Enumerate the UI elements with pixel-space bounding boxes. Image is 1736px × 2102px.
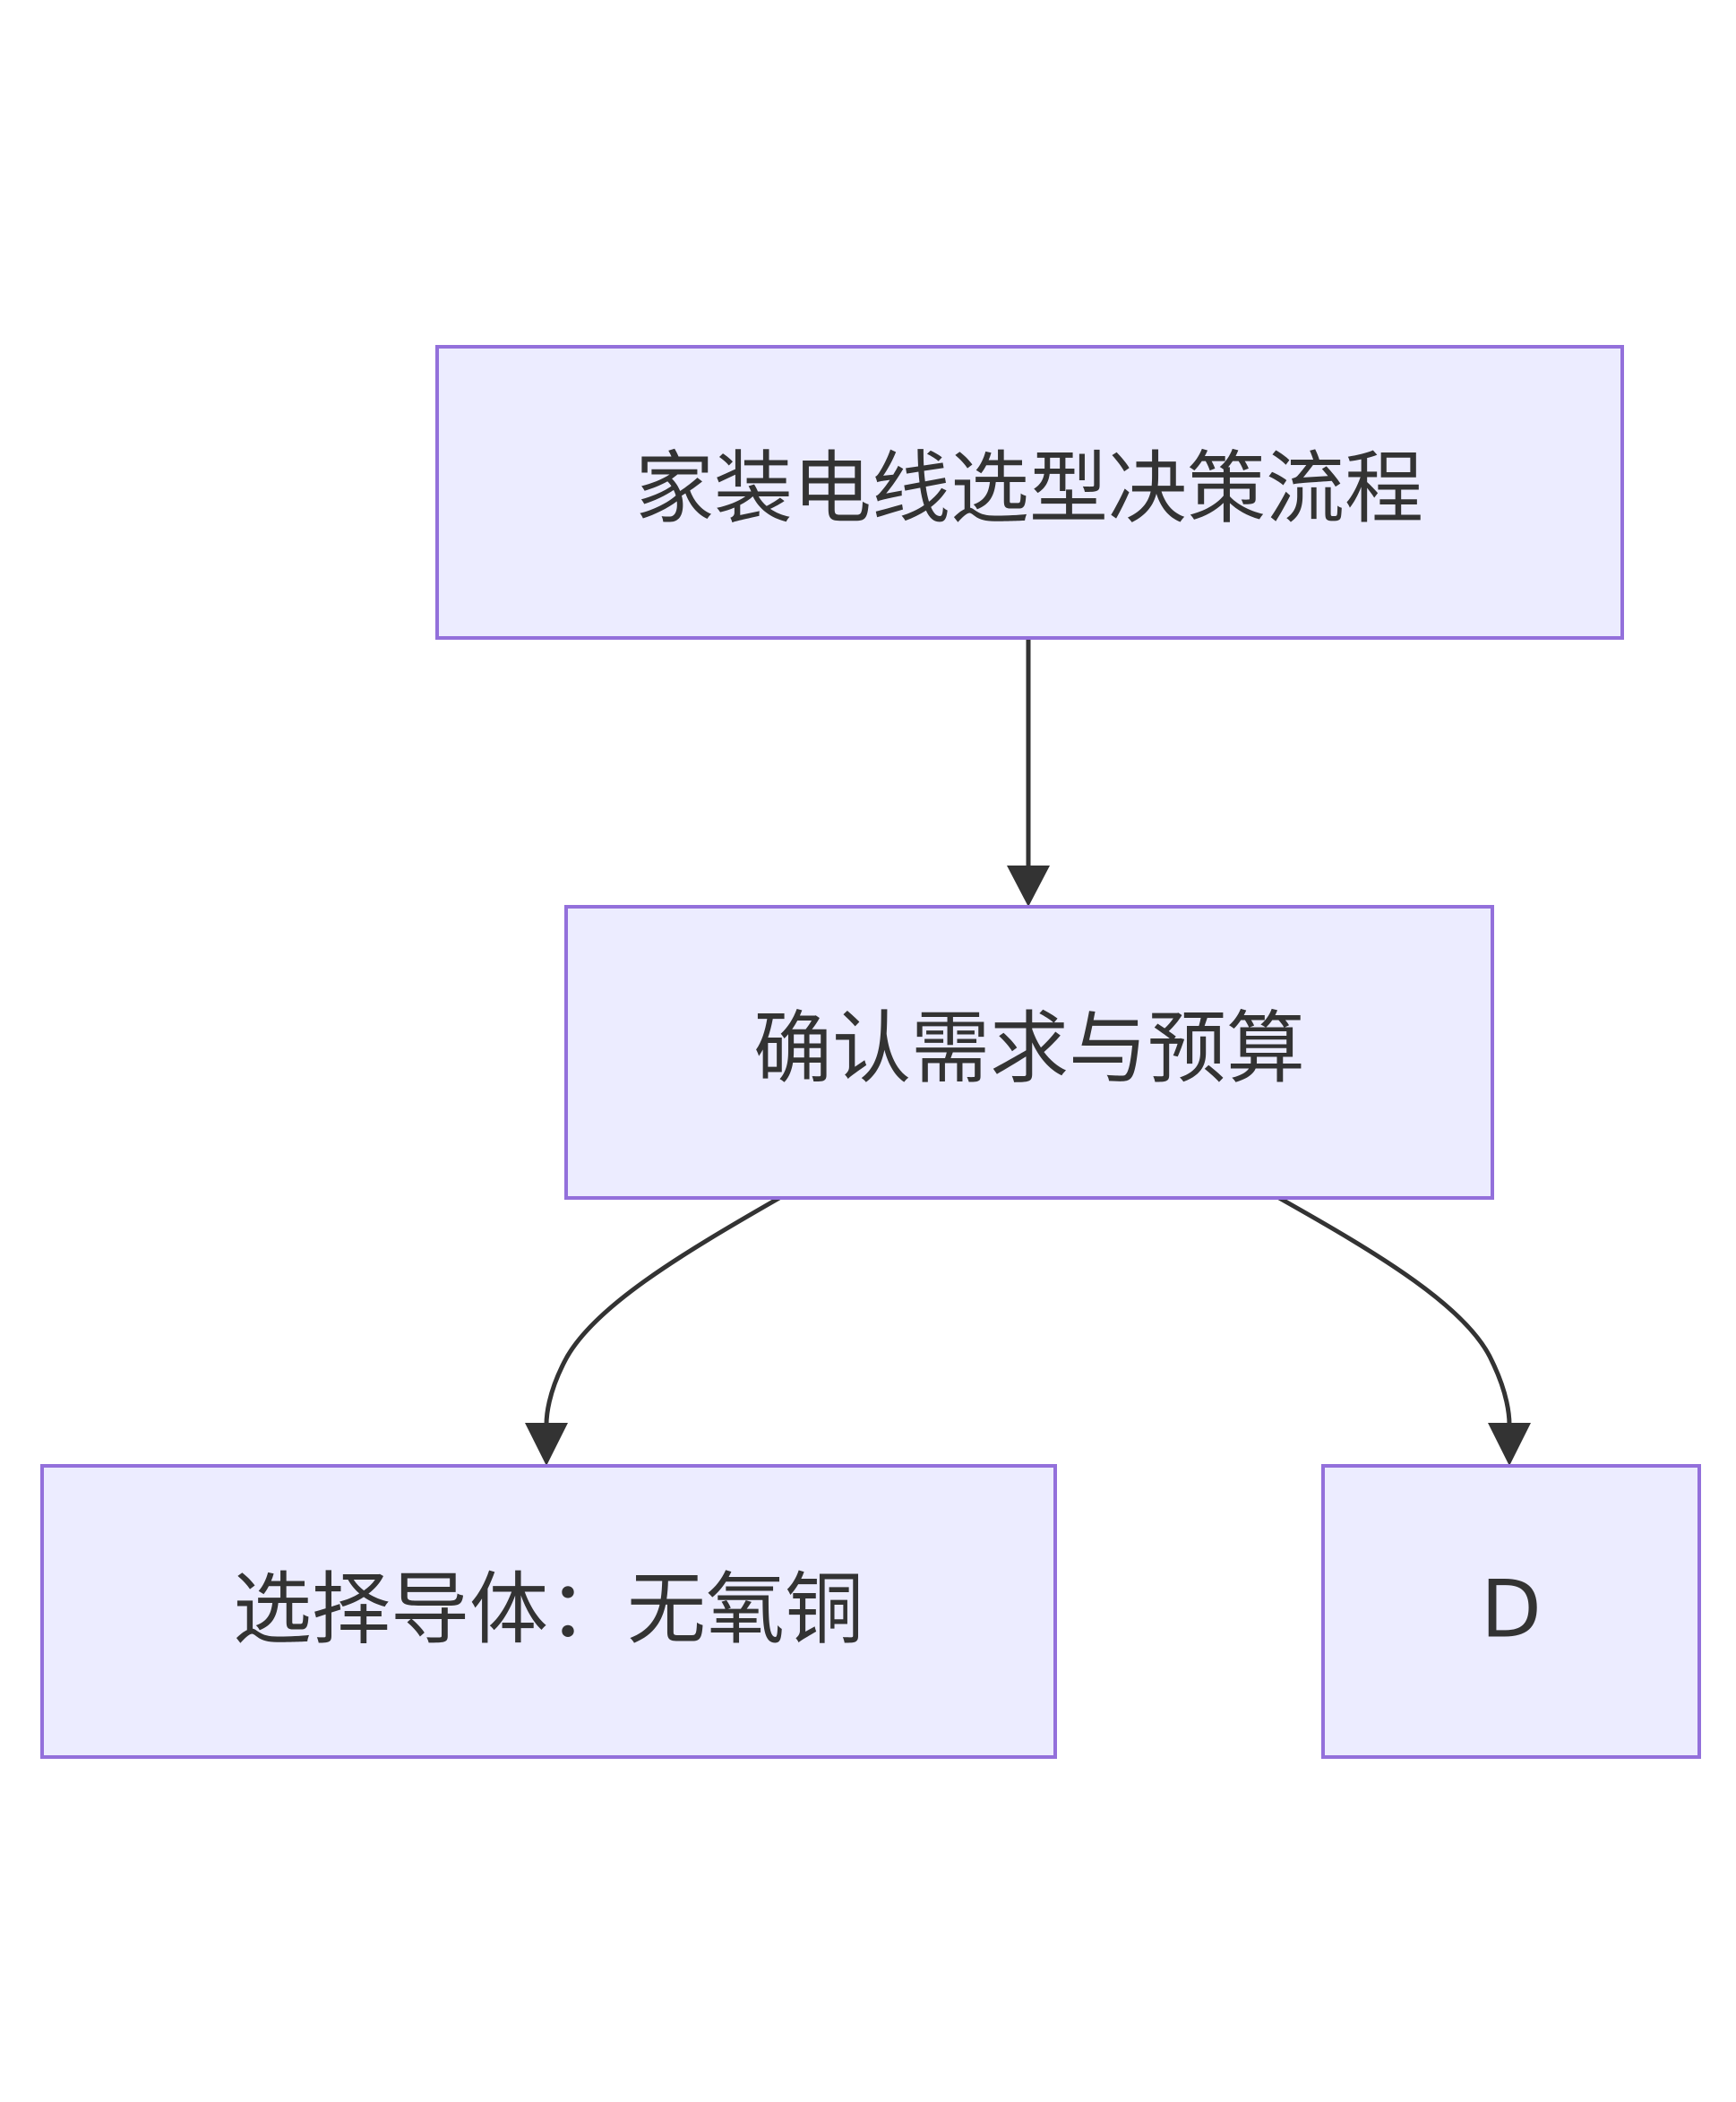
node-b-label: 确认需求与预算: [753, 1003, 1305, 1095]
node-c-label: 选择导体：无氧铜: [233, 1564, 864, 1656]
node-d-label: D: [1481, 1564, 1542, 1656]
edges: [525, 638, 1531, 1466]
arrowhead-b-to-c: [525, 1423, 568, 1466]
arrowhead-b-to-d: [1488, 1423, 1531, 1466]
node-a-box: [435, 345, 1624, 640]
node-b[interactable]: 确认需求与预算: [564, 905, 1494, 1200]
node-b-box: [564, 905, 1494, 1200]
node-c[interactable]: 选择导体：无氧铜: [40, 1464, 1057, 1759]
edge-b-to-d: [1277, 1195, 1512, 1426]
node-a[interactable]: 家装电线选型决策流程: [435, 345, 1624, 640]
node-c-box: [40, 1464, 1057, 1759]
arrowhead-a-to-b: [1007, 866, 1050, 907]
edge-b-to-c: [544, 1195, 781, 1426]
node-d[interactable]: D: [1321, 1464, 1701, 1759]
node-a-label: 家装电线选型决策流程: [635, 443, 1423, 535]
node-d-box: [1321, 1464, 1701, 1759]
